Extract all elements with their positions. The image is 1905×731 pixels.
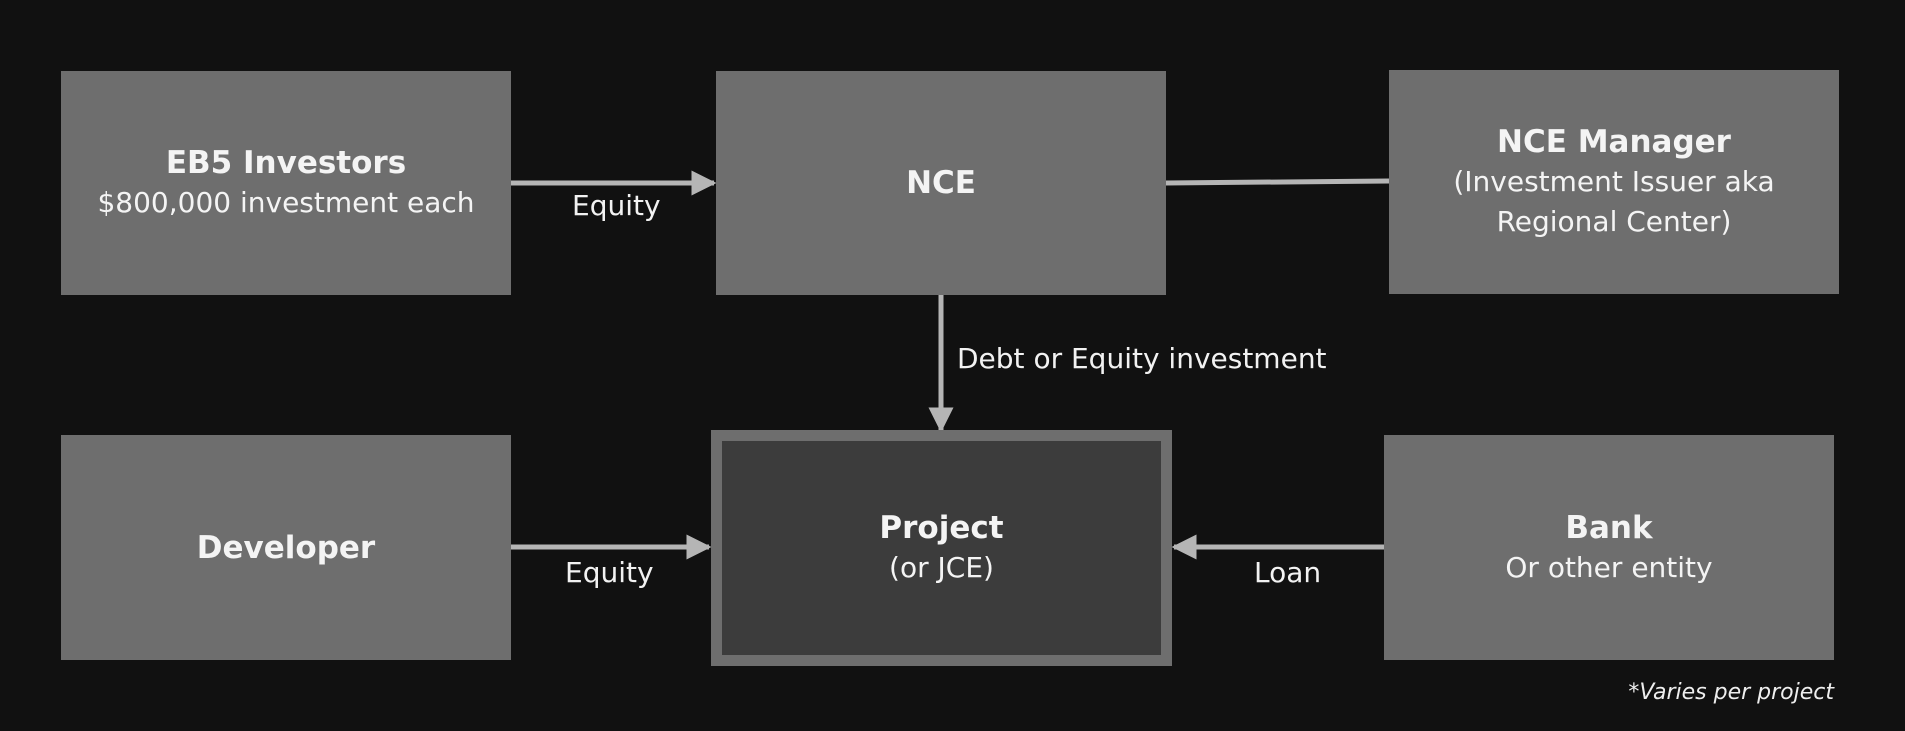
- edge-label-investors-to-nce: Equity: [572, 189, 661, 222]
- node-nce-manager-subtitle-line1: (Investment Issuer aka: [1453, 165, 1775, 198]
- node-bank: Bank Or other entity: [1384, 435, 1834, 660]
- node-project-title: Project: [879, 510, 1004, 546]
- node-bank-title: Bank: [1565, 509, 1653, 546]
- node-developer: Developer: [61, 435, 511, 660]
- edge-label-developer-to-project: Equity: [565, 556, 654, 589]
- node-project: Project (or JCE): [711, 430, 1172, 666]
- node-nce-manager-subtitle-line2: Regional Center): [1496, 205, 1732, 238]
- footnote: *Varies per project: [1628, 680, 1834, 705]
- node-eb5-investors: EB5 Investors $800,000 investment each: [61, 71, 511, 295]
- node-nce: NCE: [716, 71, 1166, 295]
- node-nce-manager-title: NCE Manager: [1497, 124, 1731, 160]
- node-nce-manager: NCE Manager (Investment Issuer aka Regio…: [1389, 70, 1839, 294]
- edge-label-nce-to-project: Debt or Equity investment: [957, 342, 1327, 375]
- node-eb5-investors-subtitle: $800,000 investment each: [97, 186, 475, 219]
- node-developer-title: Developer: [196, 529, 376, 566]
- node-nce-title: NCE: [906, 165, 976, 201]
- node-bank-subtitle: Or other entity: [1505, 550, 1713, 584]
- node-eb5-investors-title: EB5 Investors: [165, 145, 407, 181]
- edge-label-bank-to-project: Loan: [1254, 556, 1322, 589]
- node-project-subtitle: (or JCE): [889, 551, 994, 584]
- line-nce-to-manager: [1165, 178, 1390, 186]
